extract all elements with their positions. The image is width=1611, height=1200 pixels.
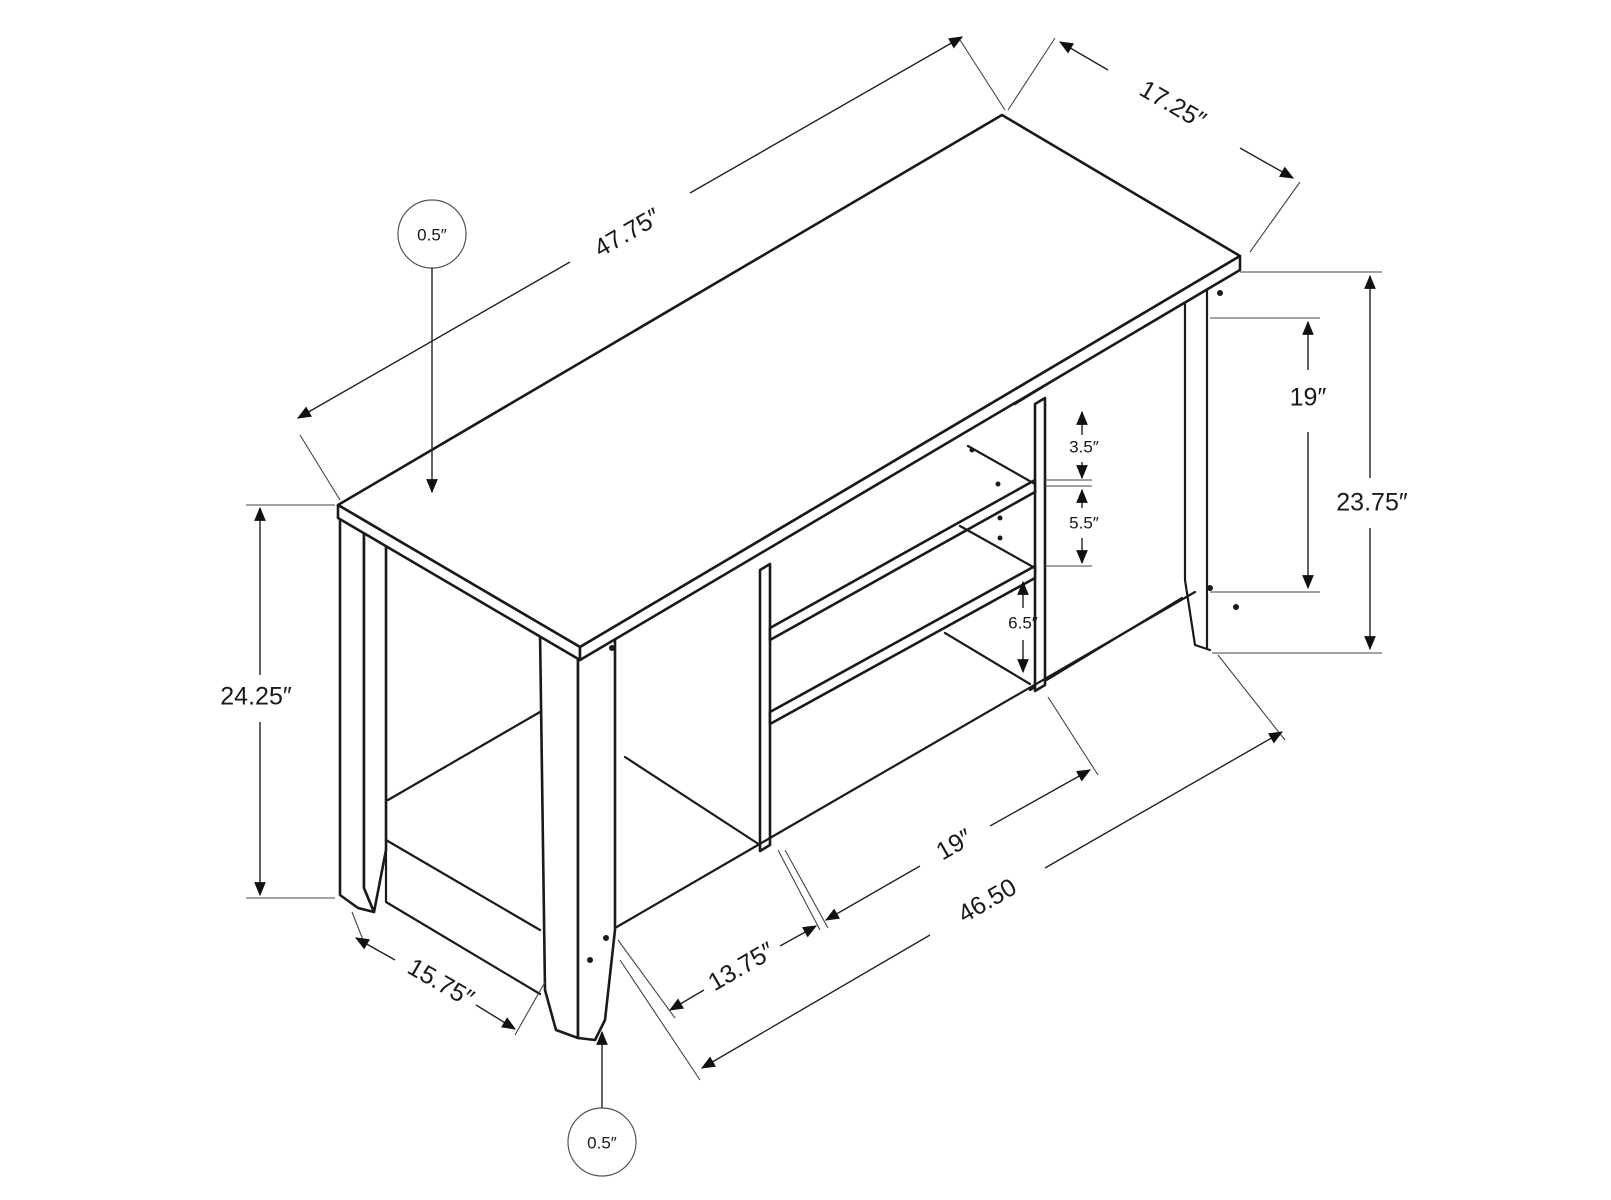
shelf-back-edge-2 [958, 524, 1037, 570]
left-bottom-shelf-back [386, 710, 542, 802]
base-length-dimension-line [700, 934, 931, 1069]
extension-line [777, 849, 821, 931]
inner-bay-floor [943, 631, 1032, 686]
cam-hole [609, 645, 615, 651]
tabletop [336, 113, 1242, 649]
center-width-dimension-line [779, 925, 818, 947]
front-leg-face [576, 630, 617, 1042]
shelf-back-edge [966, 444, 1037, 486]
right-rear-leg [1183, 286, 1212, 652]
left-front-leg-side [362, 528, 388, 914]
opening-height-label: 19″ [1290, 384, 1327, 412]
upper-shelf [768, 478, 1037, 642]
shelf-pin-hole [995, 481, 1001, 487]
tv-stand [336, 113, 1242, 1042]
extension-line [617, 939, 676, 1019]
extension-line [299, 434, 341, 501]
center-width-label: 13.75″ [703, 937, 779, 997]
top-depth-dimension-line [1239, 147, 1295, 179]
top-length-label: 47.75″ [589, 203, 665, 263]
base-depth-dimension-line [475, 1004, 516, 1030]
center-width-dimension-line [668, 989, 705, 1011]
extension-line [959, 39, 1006, 111]
side-bay-dimension-line [989, 769, 1092, 827]
cam-hole [1217, 290, 1223, 296]
shelf-pin-hole [997, 535, 1003, 541]
base-depth-label: 15.75″ [403, 953, 479, 1013]
extension-line [784, 849, 829, 929]
cam-hole [1207, 585, 1213, 591]
extension-line [1217, 654, 1286, 741]
cam-hole [587, 957, 593, 963]
top-length-dimension-line [689, 36, 964, 194]
tabletop-right-edge [578, 254, 1242, 662]
base-length-label: 46.50 [953, 873, 1021, 929]
top-depth-dimension-line [1058, 41, 1109, 71]
top-depth-label: 17.25″ [1135, 75, 1211, 135]
top-thickness-label: 0.5″ [417, 225, 447, 244]
center-divider [758, 562, 772, 853]
shelf-gap-top-label: 3.5″ [1069, 437, 1099, 456]
shelf-gap-middle-label: 5.5″ [1069, 513, 1099, 532]
side-bay-dimension-line [824, 865, 921, 921]
base-length-dimension-line [1044, 731, 1284, 869]
shelf-pin-hole [969, 447, 975, 453]
bottom-front-rail [613, 590, 1197, 930]
right-divider [1033, 396, 1047, 693]
left-bottom-shelf-front [384, 838, 542, 932]
cam-hole [603, 935, 609, 941]
base-depth-dimension-line [354, 937, 396, 961]
top-length-dimension-line [296, 261, 571, 419]
extension-line [1047, 696, 1099, 776]
side-bay-label: 19″ [931, 823, 977, 866]
shelf-gap-bottom-label: 6.5″ [1008, 613, 1038, 632]
inner-bay-floor-2 [623, 755, 762, 847]
extension-line [1007, 37, 1056, 111]
shelf-pin-hole [997, 515, 1003, 521]
back-height-label: 23.75″ [1336, 489, 1408, 517]
extension-line [1249, 181, 1301, 253]
extension-line [619, 959, 701, 1081]
overall-height-label: 24.25″ [220, 683, 292, 711]
leg-thickness-label: 0.5″ [587, 1133, 617, 1152]
front-leg-side [538, 629, 580, 1040]
lower-shelf [768, 564, 1037, 726]
extension-line [514, 981, 546, 1036]
cam-hole [1233, 604, 1239, 610]
